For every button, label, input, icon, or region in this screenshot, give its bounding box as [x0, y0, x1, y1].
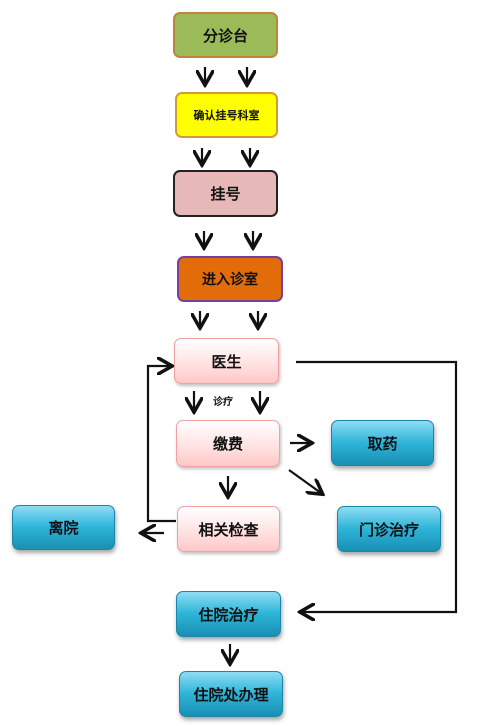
node-enter-clinic-label: 进入诊室	[202, 272, 258, 288]
node-payment: 缴费	[176, 420, 280, 467]
node-enter-clinic: 进入诊室	[177, 256, 283, 302]
arrow-doctor-to-inpatient	[296, 360, 458, 612]
node-outpatient-treatment-label: 门诊治疗	[358, 520, 419, 539]
node-triage-desk-label: 分诊台	[202, 26, 248, 45]
arrow-payment-to-outpatient	[288, 469, 321, 493]
node-triage-desk: 分诊台	[173, 12, 278, 58]
node-confirm-department-label: 确认挂号科室	[193, 109, 260, 122]
node-doctor-label: 医生	[211, 352, 242, 371]
node-registration-label: 挂号	[210, 185, 241, 203]
node-get-medicine: 取药	[331, 420, 434, 466]
node-outpatient-treatment: 门诊治疗	[337, 506, 441, 552]
node-payment-label: 缴费	[212, 435, 243, 453]
node-discharge-label: 离院	[48, 519, 79, 537]
node-inpatient-treatment: 住院治疗	[176, 591, 281, 637]
node-doctor: 医生	[174, 338, 279, 384]
arrow-exam-to-doctor-loop	[146, 366, 176, 523]
node-related-exam-label: 相关检查	[198, 520, 259, 539]
node-related-exam: 相关检查	[177, 506, 280, 552]
node-confirm-department: 确认挂号科室	[175, 92, 278, 138]
edge-label-diagnosis: 诊疗	[213, 397, 233, 408]
node-admission-office: 住院处办理	[179, 671, 283, 717]
node-discharge: 离院	[12, 505, 115, 550]
node-admission-office-label: 住院处办理	[193, 685, 269, 704]
node-registration: 挂号	[173, 170, 278, 217]
node-get-medicine-label: 取药	[367, 434, 398, 453]
node-inpatient-treatment-label: 住院治疗	[198, 605, 259, 624]
